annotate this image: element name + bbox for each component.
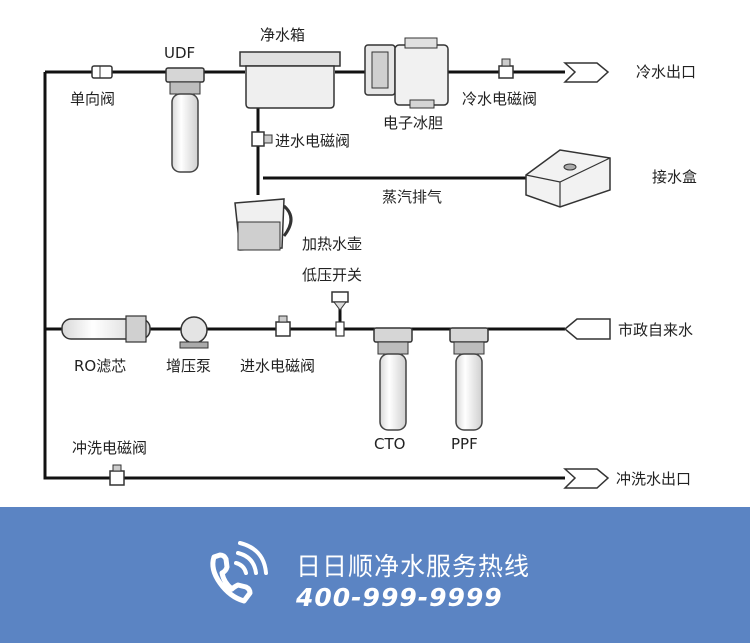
flush-outlet-arrow [563, 468, 610, 489]
label-low-pressure-switch: 低压开关 [302, 266, 362, 284]
service-hotline-banner: 日日顺净水服务热线 400-999-9999 [0, 507, 750, 643]
label-electronic-ice-tank: 电子冰胆 [383, 114, 443, 132]
cold-water-solenoid-valve [498, 58, 514, 79]
inlet-solenoid-valve-bottom [275, 315, 291, 337]
electronic-ice-tank [364, 37, 449, 109]
water-collection-box [525, 149, 611, 208]
label-cto: CTO [374, 435, 405, 453]
booster-pump [179, 316, 209, 349]
ro-filter [61, 315, 151, 343]
low-pressure-switch [331, 291, 349, 337]
label-flush-solenoid: 冲洗电磁阀 [72, 439, 147, 457]
label-udf: UDF [164, 44, 195, 62]
check-valve [91, 65, 113, 79]
label-ro-filter: RO滤芯 [74, 357, 126, 375]
heating-kettle [234, 198, 293, 251]
label-cold-water-solenoid: 冷水电磁阀 [462, 90, 537, 108]
label-water-collection-box: 接水盒 [652, 168, 697, 186]
flush-solenoid-valve [109, 464, 125, 486]
label-inlet-solenoid-bottom: 进水电磁阀 [240, 357, 315, 375]
label-heating-kettle: 加热水壶 [302, 235, 362, 253]
label-flush-water-outlet: 冲洗水出口 [616, 470, 691, 488]
hotline-label: 日日顺净水服务热线 [296, 552, 531, 581]
label-municipal-tap-water: 市政自来水 [618, 321, 693, 339]
label-booster-pump: 增压泵 [166, 357, 211, 375]
label-steam-exhaust: 蒸汽排气 [382, 188, 442, 206]
label-cold-water-outlet: 冷水出口 [636, 63, 696, 81]
hotline-number[interactable]: 400-999-9999 [296, 583, 503, 612]
water-purifier-flow-diagram: UDF 净水箱 冷水出口 单向阀 冷水电磁阀 电子冰胆 进水电磁阀 接水盒 蒸汽… [43, 26, 697, 489]
ppf-filter [449, 327, 489, 431]
phone-signal-icon [210, 541, 268, 604]
inlet-solenoid-valve-top [251, 131, 273, 147]
udf-filter [165, 67, 205, 173]
municipal-inlet-arrow [563, 318, 611, 340]
label-ppf: PPF [451, 435, 478, 453]
label-inlet-solenoid-top: 进水电磁阀 [275, 132, 350, 150]
label-water-tank: 净水箱 [260, 26, 305, 44]
label-check-valve: 单向阀 [70, 90, 115, 108]
cold-water-outlet-arrow [563, 62, 610, 83]
water-tank [239, 51, 341, 109]
cto-filter [373, 327, 413, 431]
